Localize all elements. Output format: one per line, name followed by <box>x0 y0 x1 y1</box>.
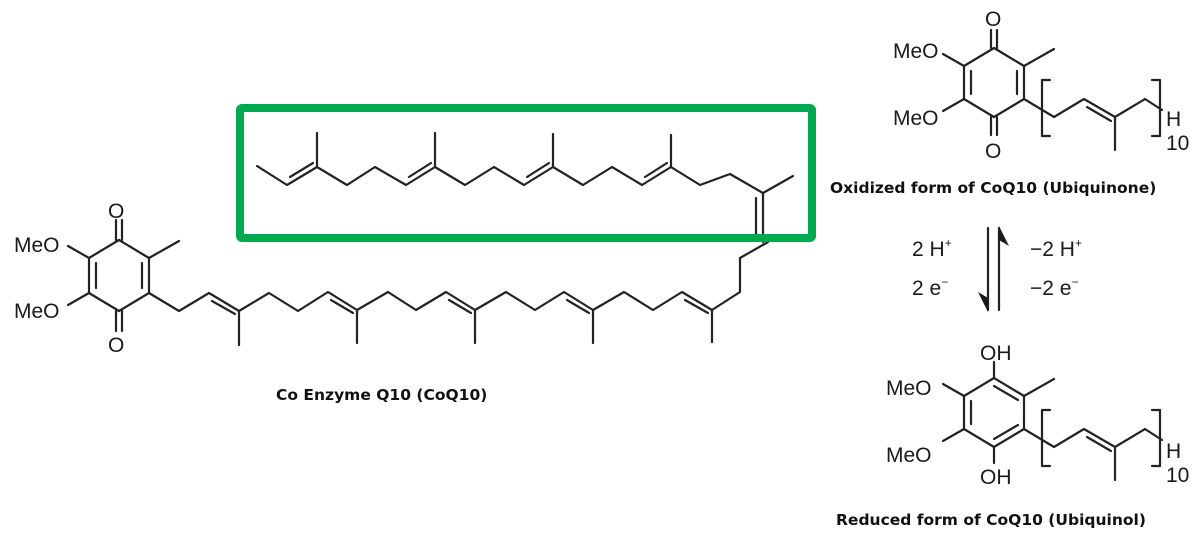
ubiquinone-oxygen-bottom: O <box>985 140 1001 163</box>
arrow-up-icon <box>999 226 1009 246</box>
ubiquinol-caption: Reduced form of CoQ10 (Ubiquinol) <box>836 511 1146 529</box>
carbonyl-oxygen-bottom: O <box>108 334 124 357</box>
ubiquinol-end-h: H <box>1166 440 1181 463</box>
forward-electrons: 2 e− <box>912 275 948 300</box>
arrow-down-icon <box>978 292 988 312</box>
ubiquinone-methoxy-upper: MeO <box>893 40 939 63</box>
reverse-protons: −2 H+ <box>1030 236 1082 261</box>
isoprenoid-chain-upper <box>255 131 795 244</box>
reverse-electrons: −2 e− <box>1030 275 1078 300</box>
ubiquinone-caption: Oxidized form of CoQ10 (Ubiquinone) <box>830 179 1156 197</box>
ubiquinol-structure: OH OH MeO MeO H 10 Reduced form of CoQ10… <box>836 342 1189 529</box>
redox-equilibrium: 2 H+ 2 e− −2 H+ −2 e− <box>912 226 1082 312</box>
highlight-box <box>236 104 816 242</box>
ubiquinol-repeat-unit <box>1022 408 1164 482</box>
main-caption: Co Enzyme Q10 (CoQ10) <box>276 386 487 404</box>
coq10-main-structure: O O MeO MeO <box>14 104 816 404</box>
ubiquinol-ring <box>941 360 1056 465</box>
ubiquinone-end-h: H <box>1166 108 1181 131</box>
quinone-ring <box>66 218 181 333</box>
ubiquinol-methoxy-upper: MeO <box>886 377 932 400</box>
ubiquinone-methoxy-lower: MeO <box>893 107 939 130</box>
carbonyl-oxygen-top: O <box>108 200 124 223</box>
ubiquinone-repeat-unit <box>1022 78 1164 152</box>
methoxy-upper-label: MeO <box>14 234 60 257</box>
ubiquinol-repeat-count: 10 <box>1166 464 1189 487</box>
ubiquinol-hydroxyl-top: OH <box>980 342 1012 365</box>
ubiquinol-hydroxyl-bottom: OH <box>980 466 1012 489</box>
ubiquinone-ring <box>941 28 1056 137</box>
isoprenoid-chain-lower <box>147 240 770 347</box>
ubiquinone-oxygen-top: O <box>985 8 1001 31</box>
methoxy-lower-label: MeO <box>14 300 60 323</box>
forward-protons: 2 H+ <box>912 236 952 261</box>
ubiquinone-structure: O O MeO MeO H 10 Oxidized form of CoQ10 … <box>830 8 1189 197</box>
ubiquinone-repeat-count: 10 <box>1166 132 1189 155</box>
ubiquinol-methoxy-lower: MeO <box>886 444 932 467</box>
